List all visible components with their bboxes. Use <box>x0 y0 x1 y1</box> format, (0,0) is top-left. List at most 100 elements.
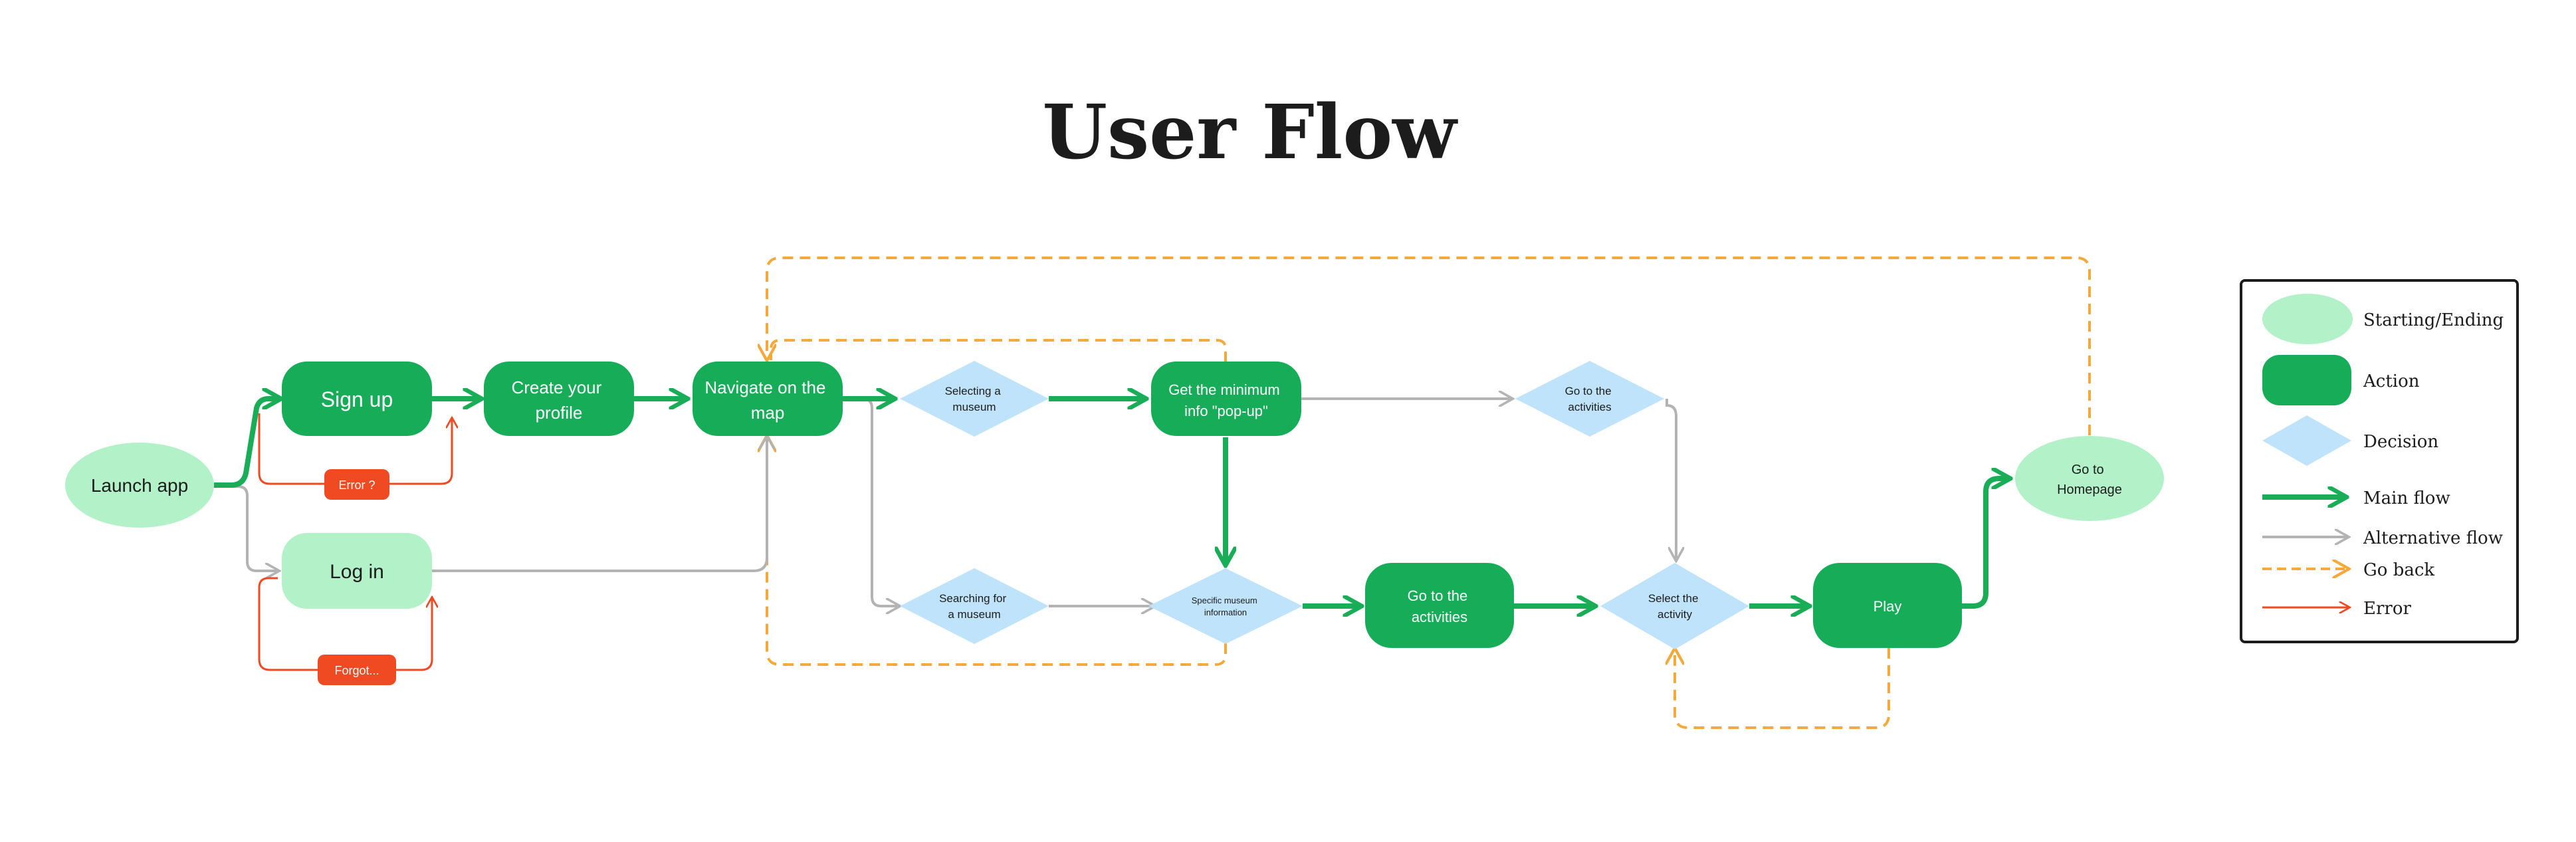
node-label-line: Create your <box>511 377 601 397</box>
legend-swatch-start-end <box>2262 294 2353 344</box>
node-label: Forgot... <box>334 664 379 677</box>
node-label-line: Navigate on the <box>704 377 825 397</box>
action-shape <box>282 362 432 436</box>
decision-shape <box>1148 568 1303 644</box>
node-label: Launch app <box>91 475 188 496</box>
node-label-line: Go to the <box>1565 385 1612 397</box>
node-label-line: info "pop-up" <box>1184 403 1268 419</box>
alt-arrow-decision-to-select <box>1665 399 1676 560</box>
error-shape <box>324 469 389 500</box>
start-node-log-in[interactable]: Log in <box>282 533 432 609</box>
node-label: Go to Homepage <box>2057 463 2122 497</box>
action-node-navigate-map[interactable]: Navigate on the map <box>693 362 843 436</box>
node-label: Error ? <box>338 478 375 492</box>
start-shape <box>282 533 432 609</box>
node-label-line: Searching for <box>939 592 1006 605</box>
end-node-go-homepage[interactable]: Go to Homepage <box>2015 436 2164 521</box>
action-shape <box>1813 563 1962 648</box>
legend-label: Alternative flow <box>2363 528 2503 548</box>
error-shape <box>318 655 396 685</box>
error-node-error[interactable]: Error ? <box>324 469 389 500</box>
node-label-line: Go to <box>2072 463 2104 477</box>
decision-node-specific-info[interactable]: Specific museum information <box>1148 568 1303 644</box>
node-label: Play <box>1874 598 1902 615</box>
legend-item-go-back: Go back <box>2262 560 2434 580</box>
legend-item-action: Action <box>2262 355 2420 405</box>
legend-label: Error <box>2363 599 2411 619</box>
node-label-line: Select the <box>1648 592 1699 605</box>
node-label-line: a museum <box>948 608 1000 621</box>
legend-item-main-flow: Main flow <box>2262 488 2450 508</box>
node-label: Select the activity <box>1648 592 1701 621</box>
go-back-arrow-play-to-select <box>1675 648 1890 729</box>
node-label-line: activity <box>1658 608 1692 621</box>
decision-node-selecting-museum[interactable]: Selecting a museum <box>900 361 1049 437</box>
connectors <box>213 257 2091 729</box>
error-node-forgot[interactable]: Forgot... <box>318 655 396 685</box>
decision-node-searching-museum[interactable]: Searching for a museum <box>900 568 1049 644</box>
action-node-sign-up[interactable]: Sign up <box>282 362 432 436</box>
legend-label: Action <box>2363 371 2420 391</box>
node-label: Log in <box>330 561 384 583</box>
node-label-line: Specific museum <box>1192 595 1257 605</box>
decision-node-go-activities[interactable]: Go to the activities <box>1515 361 1664 437</box>
node-label-line: map <box>751 403 785 423</box>
alt-arrow-map-to-search <box>843 397 899 606</box>
node-label-line: profile <box>536 403 583 423</box>
go-back-arrow-specific-to-map <box>767 437 1227 666</box>
node-label: Searching for a museum <box>939 592 1010 621</box>
error-arrow-forgot-to-login <box>396 598 432 671</box>
node-label: Go to the activities <box>1565 385 1615 413</box>
node-label: Sign up <box>321 387 393 411</box>
legend: Starting/Ending Action Decision Main flo… <box>2240 279 2519 643</box>
action-node-create-profile[interactable]: Create your profile <box>484 362 634 436</box>
legend-item-decision: Decision <box>2262 415 2438 466</box>
legend-label: Starting/Ending <box>2363 310 2504 330</box>
alt-arrow-launch-to-login <box>213 485 278 571</box>
nodes: Launch app Sign up Error ? Log in Forgot… <box>65 361 2164 685</box>
action-shape <box>1365 563 1514 648</box>
node-label-line: activities <box>1568 401 1611 413</box>
main-arrow-launch-to-signup <box>214 399 279 488</box>
legend-item-error: Error <box>2262 599 2411 619</box>
error-arrow-signup-to-error <box>258 413 324 485</box>
node-label-line: Homepage <box>2057 482 2122 497</box>
page-title: User Flow <box>1042 89 1458 176</box>
alt-arrow-login-to-map <box>432 437 767 572</box>
decision-node-select-activity[interactable]: Select the activity <box>1600 563 1749 649</box>
go-back-arrow-homepage-to-map <box>767 257 2091 435</box>
legend-item-alternative-flow: Alternative flow <box>2262 528 2503 548</box>
legend-item-starting-ending: Starting/Ending <box>2262 294 2504 344</box>
end-shape <box>2015 436 2164 521</box>
node-label-line: Get the minimum <box>1168 381 1280 398</box>
node-label: Go to the activities <box>1408 587 1472 625</box>
start-shape <box>65 443 214 528</box>
decision-shape <box>900 361 1049 437</box>
node-label: Navigate on the map <box>704 377 830 423</box>
node-label: Specific museum information <box>1192 595 1260 617</box>
node-label: Create your profile <box>511 377 606 423</box>
node-label-line: information <box>1204 607 1247 617</box>
node-label-line: activities <box>1412 609 1467 625</box>
action-node-go-activities[interactable]: Go to the activities <box>1365 563 1514 648</box>
action-node-play[interactable]: Play <box>1813 563 1962 648</box>
action-shape <box>484 362 634 436</box>
node-label: Get the minimum info "pop-up" <box>1168 381 1284 419</box>
go-back-arrow-info-to-map <box>770 339 1227 362</box>
action-shape <box>1151 362 1301 436</box>
node-label-line: Selecting a <box>945 385 1002 397</box>
legend-label: Main flow <box>2363 488 2450 508</box>
error-arrow-error-to-signup <box>389 419 452 485</box>
action-node-min-info[interactable]: Get the minimum info "pop-up" <box>1151 362 1301 436</box>
legend-swatch-decision <box>2262 415 2351 466</box>
legend-label: Decision <box>2363 432 2438 452</box>
legend-label: Go back <box>2363 560 2434 580</box>
decision-shape <box>900 568 1049 644</box>
decision-shape <box>1515 361 1664 437</box>
error-arrow-login-to-forgot <box>258 577 318 671</box>
start-node-launch-app[interactable]: Launch app <box>65 443 214 528</box>
node-label-line: museum <box>952 401 996 413</box>
legend-swatch-action <box>2262 355 2351 405</box>
node-label-line: Go to the <box>1408 587 1468 604</box>
